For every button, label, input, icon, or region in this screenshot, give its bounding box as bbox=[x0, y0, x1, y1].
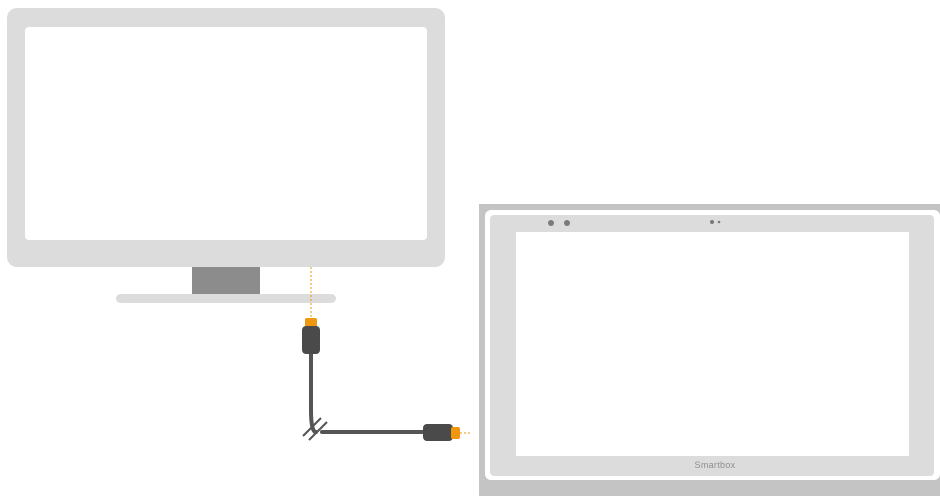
connector-tip bbox=[451, 427, 460, 439]
panel-screen bbox=[516, 232, 909, 456]
connector-tip bbox=[305, 318, 317, 327]
monitor-stand-neck bbox=[192, 267, 260, 295]
connector-body bbox=[423, 424, 453, 441]
desktop-monitor-icon bbox=[7, 8, 445, 303]
panel-brand-label: Smartbox bbox=[660, 460, 770, 470]
monitor-stand-base bbox=[116, 294, 336, 303]
video-cable-icon bbox=[302, 318, 460, 441]
interactive-display-icon bbox=[479, 204, 940, 496]
camera-dot-icon bbox=[548, 220, 554, 226]
sensor-dot-icon bbox=[718, 221, 721, 224]
monitor-screen bbox=[25, 27, 427, 240]
camera-dot-icon bbox=[564, 220, 570, 226]
sensor-dot-icon bbox=[710, 220, 714, 224]
cable-wire-vertical bbox=[311, 354, 316, 432]
monitor-connector bbox=[302, 318, 320, 354]
connector-body bbox=[302, 326, 320, 354]
panel-connector bbox=[423, 424, 460, 441]
